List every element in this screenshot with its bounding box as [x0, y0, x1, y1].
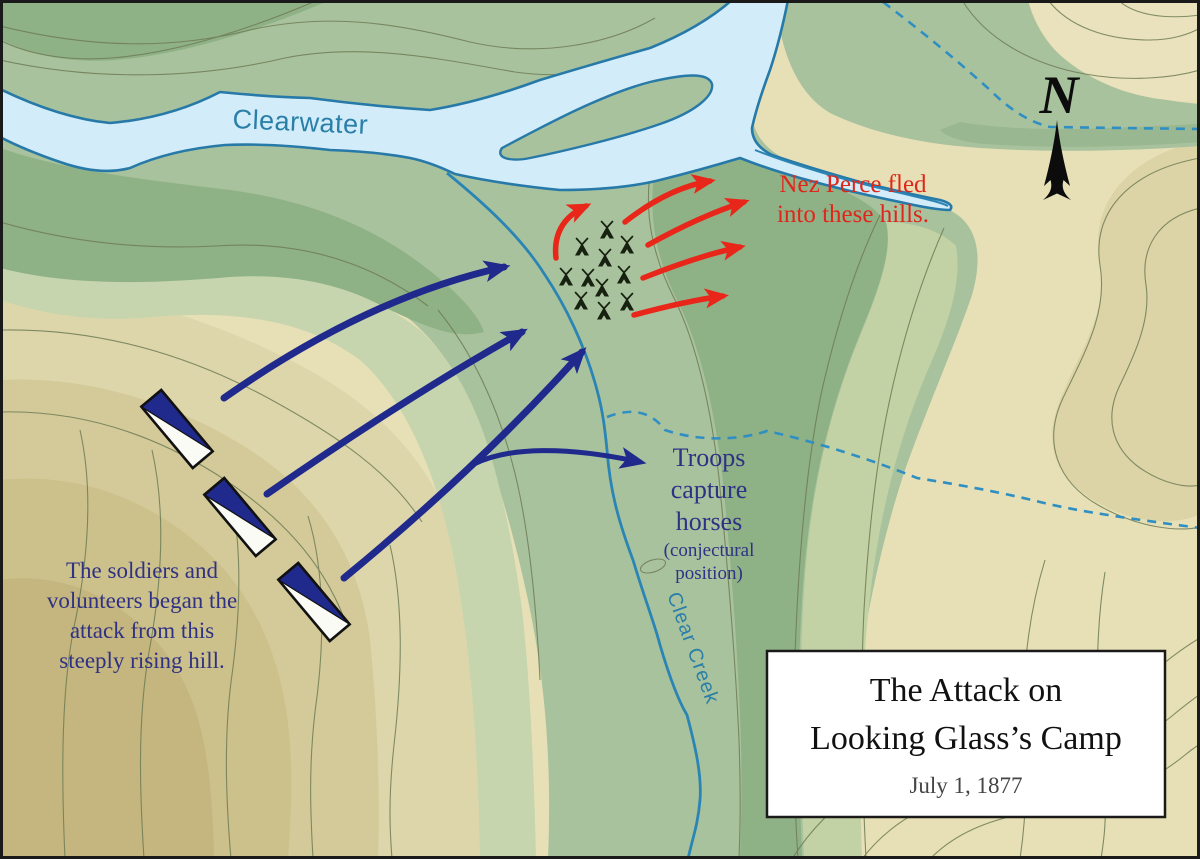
terrain-hill-band-4 [0, 578, 214, 859]
terrain-cream-corner [1028, 0, 1200, 101]
trail-dashed-north [882, 0, 1200, 131]
soldiers-text-line: The soldiers and [66, 558, 219, 583]
map-title-line: The Attack on [870, 672, 1063, 709]
troops-subtext-line: position) [675, 563, 743, 584]
flee-arrows [552, 174, 750, 318]
nez-perce-text-line: into these hills. [777, 201, 929, 228]
flee-arrow [631, 288, 729, 318]
terrain-lightgreen-west [0, 268, 536, 859]
flee-arrow [640, 240, 746, 281]
river-island [499, 74, 714, 161]
troops-text-line: horses [676, 507, 742, 536]
troops-subtext-line: (conjectural [664, 540, 755, 561]
soldiers-text-line: attack from this [70, 618, 214, 643]
terrain-darkgreen-corner [0, 0, 330, 61]
horse-capture-arrow [471, 447, 647, 469]
soldiers-text-line: volunteers began the [47, 588, 237, 613]
map-date: July 1, 1877 [909, 773, 1022, 798]
terrain-tan-band-right [1052, 140, 1200, 522]
attack-arrows [220, 260, 587, 582]
clear-creek [446, 171, 702, 859]
troops-text-line: capture [671, 475, 748, 504]
title-box: The Attack on Looking Glass’s Camp July … [765, 649, 1167, 819]
attack-arrow [220, 260, 511, 402]
terrain-darkgreen-east [652, 156, 888, 859]
troops-annotation: Troops capture horses (conjectural posit… [664, 443, 755, 584]
side-slough [754, 149, 949, 207]
nez-perce-text-line: Nez Perce fled [779, 171, 927, 198]
title-box-frame [765, 649, 1167, 819]
flee-arrow [645, 197, 750, 248]
attack-arrow [340, 347, 587, 582]
troops-text-line: Troops [673, 443, 746, 472]
terrain-green-topright [780, 0, 1200, 151]
river-label: Clearwater [232, 104, 369, 140]
flee-arrow [622, 174, 716, 225]
north-arrow-icon [1043, 120, 1071, 200]
flee-arrow [552, 203, 592, 261]
compass: N [1039, 65, 1081, 200]
nez-perce-annotation: Nez Perce fled into these hills. [777, 171, 929, 228]
clearwater-river [0, 0, 953, 212]
soldiers-annotation: The soldiers and volunteers began the at… [47, 558, 237, 673]
trail-dashed-east [606, 410, 1200, 530]
attack-arrow [263, 328, 528, 498]
map-title-line: Looking Glass’s Camp [810, 720, 1122, 757]
north-label: N [1039, 65, 1081, 125]
soldiers-text-line: steeply rising hill. [59, 648, 224, 673]
